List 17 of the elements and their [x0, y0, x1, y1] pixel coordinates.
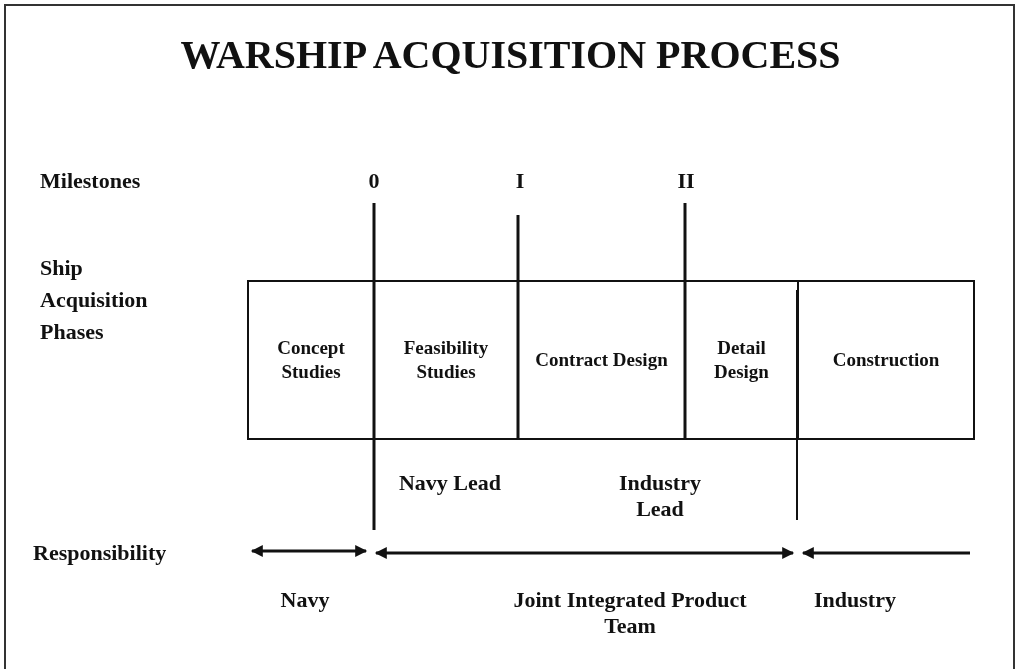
responsibility-label: Industry: [813, 587, 897, 613]
phase-cell: Construction: [797, 280, 975, 440]
milestone-number: 0: [367, 168, 381, 194]
phase-cell: Detail Design: [684, 280, 799, 440]
row-label: Milestones: [40, 168, 142, 194]
milestone-number: I: [514, 168, 526, 194]
lead-label: Navy Lead: [397, 470, 503, 496]
phase-cell: Feasibility Studies: [373, 280, 519, 440]
lead-label: Industry Lead: [618, 470, 702, 522]
milestone-number: II: [676, 168, 696, 194]
title: WARSHIP ACQUISITION PROCESS: [179, 32, 842, 78]
responsibility-label: Joint Integrated Product Team: [512, 587, 748, 639]
phase-cell: Concept Studies: [247, 280, 375, 440]
responsibility-label: Navy: [279, 587, 331, 613]
phase-cell: Contract Design: [517, 280, 686, 440]
row-label: Responsibility: [33, 540, 168, 566]
row-label: Ship Acquisition Phases: [40, 254, 149, 346]
